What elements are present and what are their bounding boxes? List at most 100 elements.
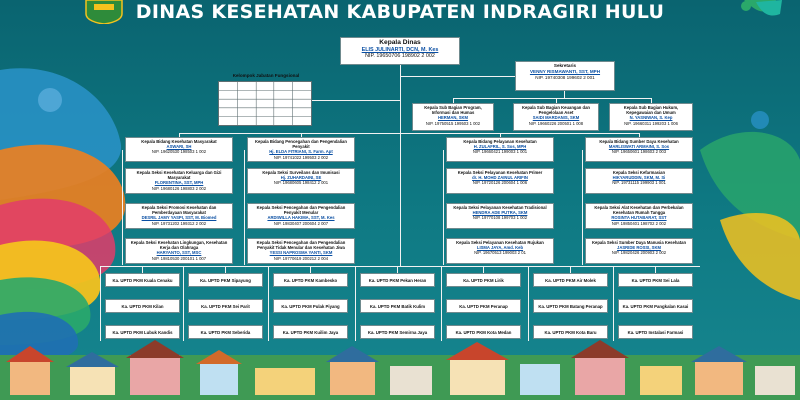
upt-unit-box: Ka. UPTD PKM Kambesko (273, 273, 348, 287)
section-name: Hj. ZUHARDAINI, SE (280, 175, 322, 181)
division-nip: NIP. 19620530 198503 1 002 (151, 149, 207, 155)
connector-line (651, 98, 652, 103)
division-role: Kepala Bidang Pencegahan dan Pengendalia… (255, 139, 347, 150)
section-nip: NIP. 19680605 198412 2 001 (273, 180, 329, 186)
section-role: Kepala Seksi Pelayanan Kesehatan Primer (457, 170, 543, 175)
section-nip: NIP. 19770619 200212 2 004 (273, 255, 329, 261)
division-nip: NIP. 19650601 198603 2 003 (611, 149, 667, 155)
section-name: HENDRA ADE PUTRA, SKM (472, 210, 528, 216)
connector-line (500, 133, 501, 137)
section-role: Kepala Seksi Pencegahan dan Pengendalian… (256, 240, 346, 251)
section-nip: NIP. 19820426 200903 2 002 (611, 250, 667, 256)
upt-unit-box: Ka. UPTD PKM Pekan Heran (360, 273, 435, 287)
division-name: MARLISWATI ARMAINI, S. Sos (608, 144, 670, 150)
upt-unit-box: Ka. UPTD PKM Pangkalan Kasai (618, 299, 693, 313)
secretary-role: Sekretaris (553, 63, 577, 68)
division-box: Kepala Bidang Pencegahan dan Pengendalia… (247, 137, 355, 162)
section-name: FLORENTINA, SST, MPH (154, 180, 204, 186)
subsection-nip: NIP. 19750515 199503 1 002 (425, 120, 481, 126)
section-role: Kepala Seksi Sumber Daya Manusia Kesehat… (591, 240, 687, 245)
health-ministry-logo-icon (741, 0, 782, 16)
section-role: Kepala Seksi Kesehatan Lingkungan, Keseh… (130, 240, 228, 251)
section-role: Kepala Seksi Pelayanan Kesehatan Rujukan (456, 240, 544, 245)
connector-line (400, 133, 401, 266)
subsection-name: SAIDI MARDANIS, SKM (532, 115, 580, 121)
section-nip: NIP. 19810530 200101 1 007 (151, 255, 207, 261)
connector-line (639, 133, 640, 137)
section-nip: NIP. 19830407 200604 2 007 (273, 220, 329, 226)
section-nip: NIP. 19850401 198702 2 002 (611, 220, 667, 226)
subsection-box: Kepala Sub Bagian Program, Informasi dan… (412, 103, 494, 131)
head-name: ELIS JULINARTI, DCN, M. Kes (361, 47, 439, 53)
functional-group-label: Kelompok Jabatan Fungsional (232, 73, 300, 78)
upt-unit-box: Ka. UPTD PKM Kota Medan (446, 325, 521, 339)
section-nip: NIP. 19731202 199312 2 002 (151, 220, 207, 226)
section-name: ARDIWILLA HAKIMA, SST, M. Kes (267, 215, 335, 221)
connector-line (122, 150, 123, 265)
section-name: LISMA JAYA, Amd. Keb (476, 245, 524, 251)
connector-line (179, 133, 639, 134)
section-role: Kepala Seksi Kefarmasian (612, 170, 666, 175)
section-role: Kepala Seksi Alat Kesehatan dan Perbekal… (594, 205, 684, 216)
upt-unit-box: Ka. UPTD PKM Lubuk Kandis (105, 325, 180, 339)
section-nip: NIP. 19731115 199903 1 001 (612, 180, 666, 186)
section-role: Kepala Seksi Kesehatan Keluarga dan Gizi… (136, 170, 222, 181)
connector-line (441, 266, 442, 341)
connector-line (142, 266, 143, 273)
division-role: Kepala Bidang Kesehatan Masyarakat (141, 139, 217, 144)
section-box: Kepala Seksi Pelayanan Kesehatan Rujukan… (446, 238, 554, 264)
connector-line (443, 150, 444, 265)
connector-line (244, 150, 245, 265)
upt-unit-box: Ka. UPTD PKM Seberida (188, 325, 263, 339)
connector-line (397, 266, 398, 273)
subsection-role: Kepala Sub Bagian Keuangan dan Pengelola… (522, 105, 590, 116)
subsection-box: Kepala Sub Bagian Keuangan dan Pengelola… (513, 103, 599, 131)
subsection-nip: NIP. 19660226 200501 1 008 (528, 120, 584, 126)
division-name: Hj. ELDA FITRIANI, S. Farm. Apt (269, 149, 333, 155)
division-nip: NIP. 19660421 199003 1 001 (472, 149, 528, 155)
section-nip: NIP. 19670513 199003 2 01 (474, 250, 526, 256)
division-name: H. ZULAFRIL, S. Sos, MPH (473, 144, 527, 150)
head-box: Kepala Dinas ELIS JULINARTI, DCN, M. Kes… (340, 37, 460, 65)
section-box: Kepala Seksi Pencegahan dan Pengendalian… (247, 238, 355, 264)
connector-line (100, 266, 101, 341)
section-name: JASRIDE ROSSI, SKM (617, 245, 661, 251)
upt-unit-box: Ka. UPTD Instalasi Farmasi (618, 325, 693, 339)
connector-line (179, 133, 180, 137)
connector-line (355, 266, 356, 341)
connector-line (528, 266, 529, 341)
subsection-name: HERMAN, SKM (437, 115, 468, 121)
subsection-box: Kepala Sub Bagian Hukum, Kepegawaian dan… (609, 103, 693, 131)
connector-line (570, 266, 571, 273)
connector-line (100, 266, 700, 267)
head-nip: NIP. 19650706 198902 2 002 (365, 53, 435, 60)
section-role: Kepala Seksi Promosi Kesehatan dan Pembe… (141, 205, 217, 216)
section-role: Kepala Seksi Surveilans dan Imunisasi (262, 170, 340, 175)
section-name: YESSI NAPROSMA YANTI, SKM (269, 250, 333, 256)
upt-unit-box: Ka. UPTD PKM Air Molek (533, 273, 608, 287)
upt-unit-box: Ka. UPTD PKM Kota Baru (533, 325, 608, 339)
section-nip: NIP. 19680126 198803 2 002 (151, 185, 207, 191)
upt-unit-box: Ka. UPTD PKM Pulak Piyang (273, 299, 348, 313)
connector-line (582, 150, 583, 265)
connector-line (613, 266, 614, 341)
subsection-name: N. YASNIWAN, S. Kep (629, 115, 673, 121)
head-role: Kepala Dinas (379, 39, 421, 46)
subsection-role: Kepala Sub Bagian Hukum, Kepegawaian dan… (623, 105, 679, 116)
upt-unit-box: Ka. UPTD PKM Lirik (446, 273, 521, 287)
connector-line (655, 266, 656, 273)
upt-unit-box: Ka. UPTD PKM Kilan (105, 299, 180, 313)
section-box: Kepala Seksi Pelayanan Kesehatan Tradisi… (446, 203, 554, 229)
section-name: ROSINTA HUTABARAT, SST (611, 215, 667, 221)
connector-line (312, 100, 400, 101)
connector-line (268, 266, 269, 341)
connector-line (400, 65, 401, 137)
section-box: Kepala Seksi Pencegahan dan Pengendalian… (247, 203, 355, 229)
connector-line (453, 98, 454, 103)
